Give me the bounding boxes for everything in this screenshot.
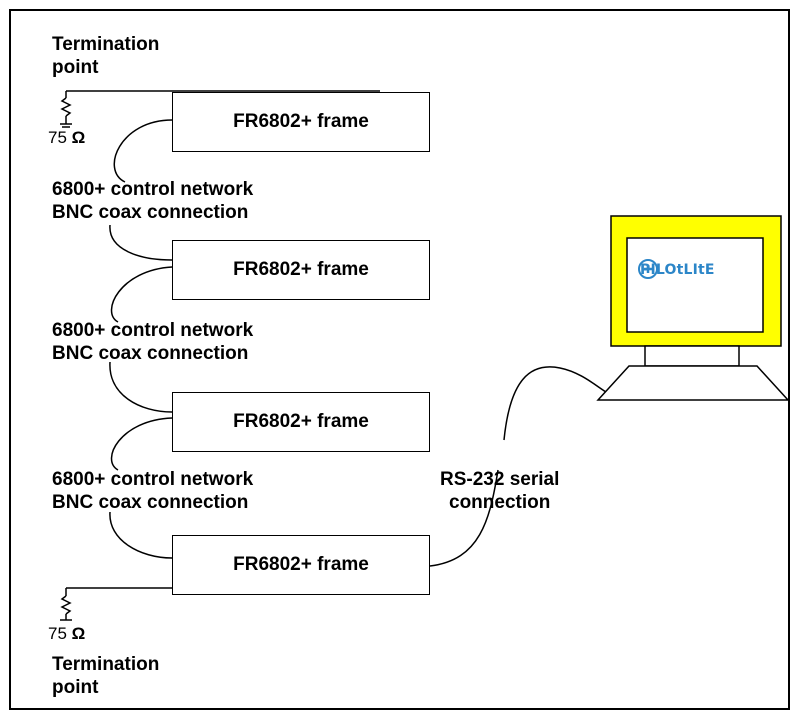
frame-box-4: FR6802+ frame <box>172 535 430 595</box>
connection-2-line1: 6800+ control network <box>52 320 254 341</box>
frame-label-3: FR6802+ frame <box>233 411 369 432</box>
connection-2-line2: BNC coax connection <box>52 343 249 364</box>
coax-cable-2-top <box>110 266 173 323</box>
connection-label-2: 6800+ control network BNC coax connectio… <box>52 319 253 365</box>
rs232-cable <box>429 366 607 567</box>
monitor-neck <box>644 345 740 367</box>
termination-top-line1: Termination <box>52 34 160 55</box>
coax-cables <box>109 119 173 559</box>
serial-line2: connection <box>449 492 551 513</box>
resistor-top-unit: Ω <box>71 128 86 147</box>
termination-top-label: Termination point <box>52 33 159 79</box>
serial-line1: RS-232 serial <box>440 469 560 490</box>
logo-cross-icon <box>644 265 652 273</box>
resistor-top-number: 75 <box>48 128 67 147</box>
frame-label-1: FR6802+ frame <box>233 111 369 132</box>
frame-box-2: FR6802+ frame <box>172 240 430 300</box>
termination-top-line2: point <box>52 57 99 78</box>
connection-3-line2: BNC coax connection <box>52 492 249 513</box>
coax-cable-3-top <box>110 417 173 471</box>
diagram-border <box>9 9 790 710</box>
connection-1-line2: BNC coax connection <box>52 202 249 223</box>
connection-1-line1: 6800+ control network <box>52 179 254 200</box>
resistor-bottom-number: 75 <box>48 624 67 643</box>
frame-box-3: FR6802+ frame <box>172 392 430 452</box>
resistor-bottom-unit: Ω <box>71 624 86 643</box>
resistor-bottom-value: 75 Ω <box>48 624 85 644</box>
coax-cable-1-top <box>113 119 173 183</box>
computer <box>596 215 790 401</box>
termination-bottom-line2: point <box>52 677 99 698</box>
termination-bottom-line1: Termination <box>52 654 160 675</box>
termination-bottom-label: Termination point <box>52 653 159 699</box>
logo-mark-icon <box>638 259 658 279</box>
coax-cable-2-bottom <box>109 361 173 413</box>
top-termination-resistor <box>60 90 380 128</box>
frame-box-1: FR6802+ frame <box>172 92 430 152</box>
connection-label-1: 6800+ control network BNC coax connectio… <box>52 178 253 224</box>
serial-label: RS-232 serial connection <box>440 468 559 514</box>
bottom-termination-resistor <box>60 587 172 621</box>
coax-cable-1-bottom <box>109 224 173 261</box>
frame-label-4: FR6802+ frame <box>233 554 369 575</box>
connection-label-3: 6800+ control network BNC coax connectio… <box>52 468 253 514</box>
keyboard-base <box>596 365 790 401</box>
connection-3-line1: 6800+ control network <box>52 469 254 490</box>
resistor-top-value: 75 Ω <box>48 128 85 148</box>
pilot-lite-logo: PILOtLItE <box>640 262 715 278</box>
frame-label-2: FR6802+ frame <box>233 259 369 280</box>
coax-cable-3-bottom <box>109 511 173 559</box>
monitor-screen <box>626 237 764 333</box>
